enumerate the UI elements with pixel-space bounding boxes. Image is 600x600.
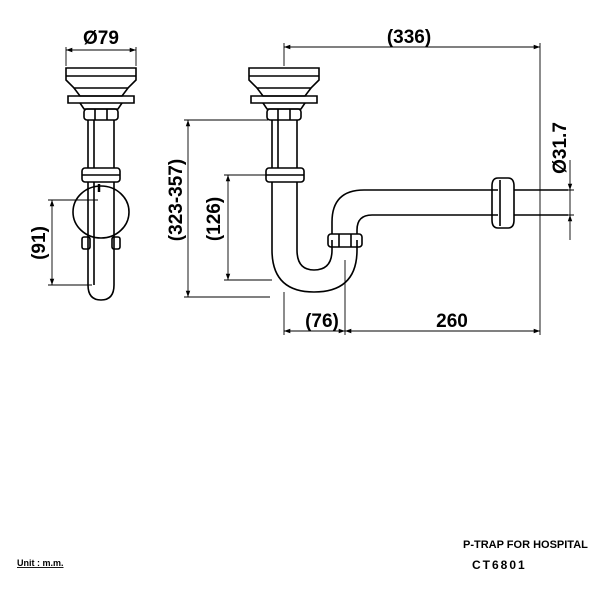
unit-note: Unit : m.m. bbox=[17, 558, 64, 568]
dimension-lines bbox=[48, 43, 574, 335]
wall-flange bbox=[491, 177, 515, 229]
dim-top-diameter: Ø79 bbox=[83, 28, 119, 49]
side-trap-bulb bbox=[72, 185, 130, 239]
side-strainer-cap bbox=[65, 67, 137, 89]
front-strainer-cap bbox=[248, 67, 320, 89]
product-name: P-TRAP FOR HOSPITAL bbox=[463, 539, 588, 551]
front-view bbox=[248, 67, 568, 293]
dim-horizontal-length: 260 bbox=[436, 311, 468, 332]
dim-outlet-diameter: Ø31.7 bbox=[550, 122, 571, 174]
u-bend bbox=[271, 182, 358, 293]
union-nut bbox=[327, 233, 363, 248]
dim-side-height: (91) bbox=[29, 226, 50, 260]
model-number: CT6801 bbox=[472, 558, 527, 572]
side-view bbox=[65, 67, 137, 301]
front-upper-nut bbox=[266, 108, 302, 121]
dim-trap-offset: (76) bbox=[305, 311, 339, 332]
dim-trap-height: (126) bbox=[204, 197, 225, 241]
dim-total-height: (323-357) bbox=[166, 159, 187, 241]
dim-total-width: (336) bbox=[387, 27, 431, 48]
side-upper-nut bbox=[83, 108, 119, 121]
